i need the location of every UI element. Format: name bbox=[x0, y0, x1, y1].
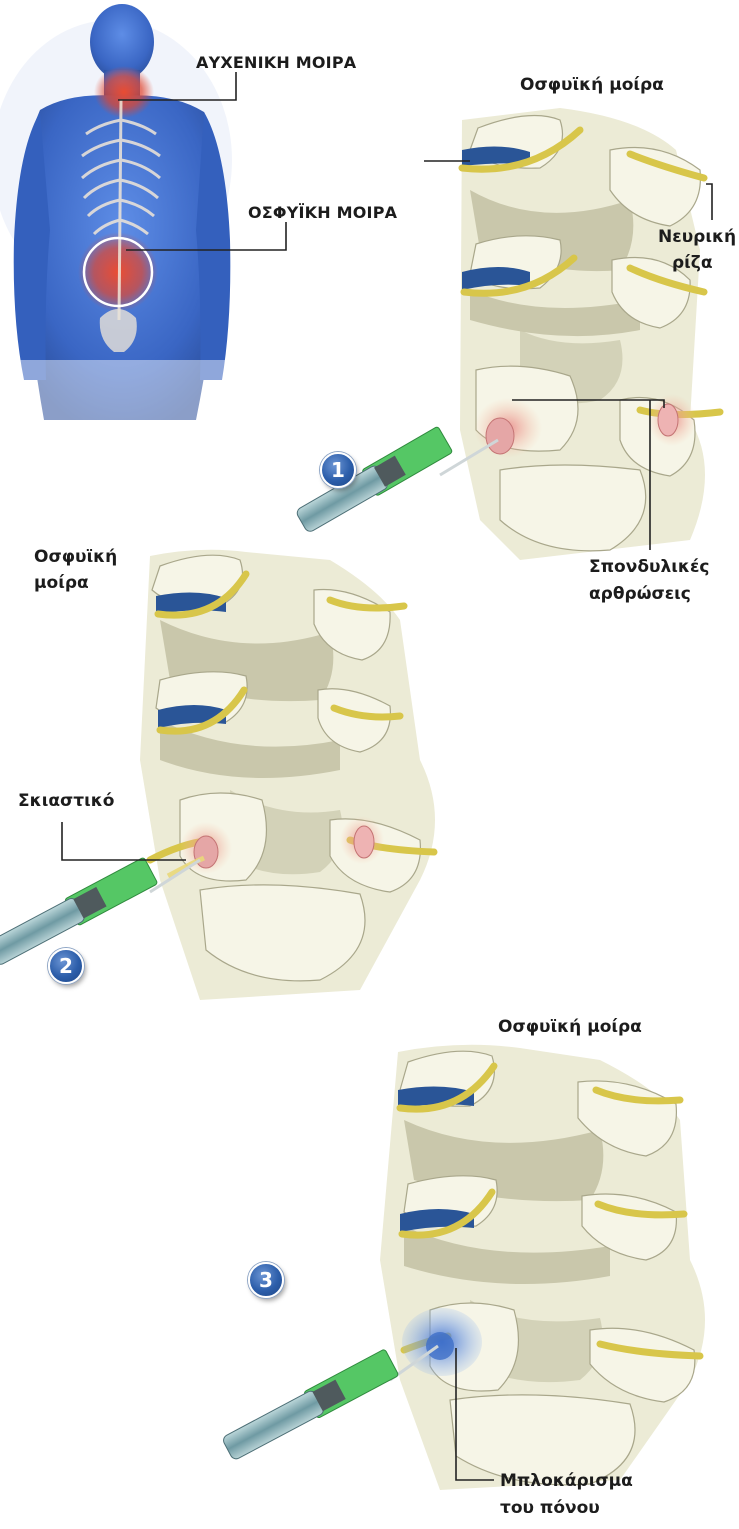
panel2-title-line2: μοίρα bbox=[34, 572, 89, 594]
pain-block-label-line2: του πόνου bbox=[500, 1497, 600, 1519]
nerve-root-label-line2: ρίζα bbox=[672, 252, 713, 274]
facet-joints-label-line1: Σπονδυλικές bbox=[589, 556, 709, 578]
step-2-badge: 2 bbox=[48, 948, 84, 984]
spine-panel-3 bbox=[221, 1045, 705, 1490]
spine-panel-2 bbox=[0, 550, 435, 1000]
pain-block-label-line1: Μπλοκάρισμα bbox=[500, 1470, 633, 1492]
step-1-badge: 1 bbox=[320, 452, 356, 488]
panel3-title: Οσφυϊκή μοίρα bbox=[498, 1016, 642, 1038]
facet-joints-label-line2: αρθρώσεις bbox=[589, 583, 691, 605]
spine-panel-1 bbox=[294, 108, 720, 560]
cervical-region-label: ΑΥΧΕΝΙΚΗ ΜΟΙΡΑ bbox=[196, 52, 356, 74]
lumbar-region-label: ΟΣΦΥΪΚΗ ΜΟΙΡΑ bbox=[248, 202, 397, 224]
panel2-title-line1: Οσφυϊκή bbox=[34, 546, 117, 568]
step-3-badge: 3 bbox=[248, 1262, 284, 1298]
nerve-root-label-line1: Νευρική bbox=[658, 226, 736, 248]
panel1-title: Οσφυϊκή μοίρα bbox=[520, 74, 664, 96]
contrast-agent-label: Σκιαστικό bbox=[18, 790, 114, 812]
nerve-root-callout-line bbox=[706, 184, 712, 220]
